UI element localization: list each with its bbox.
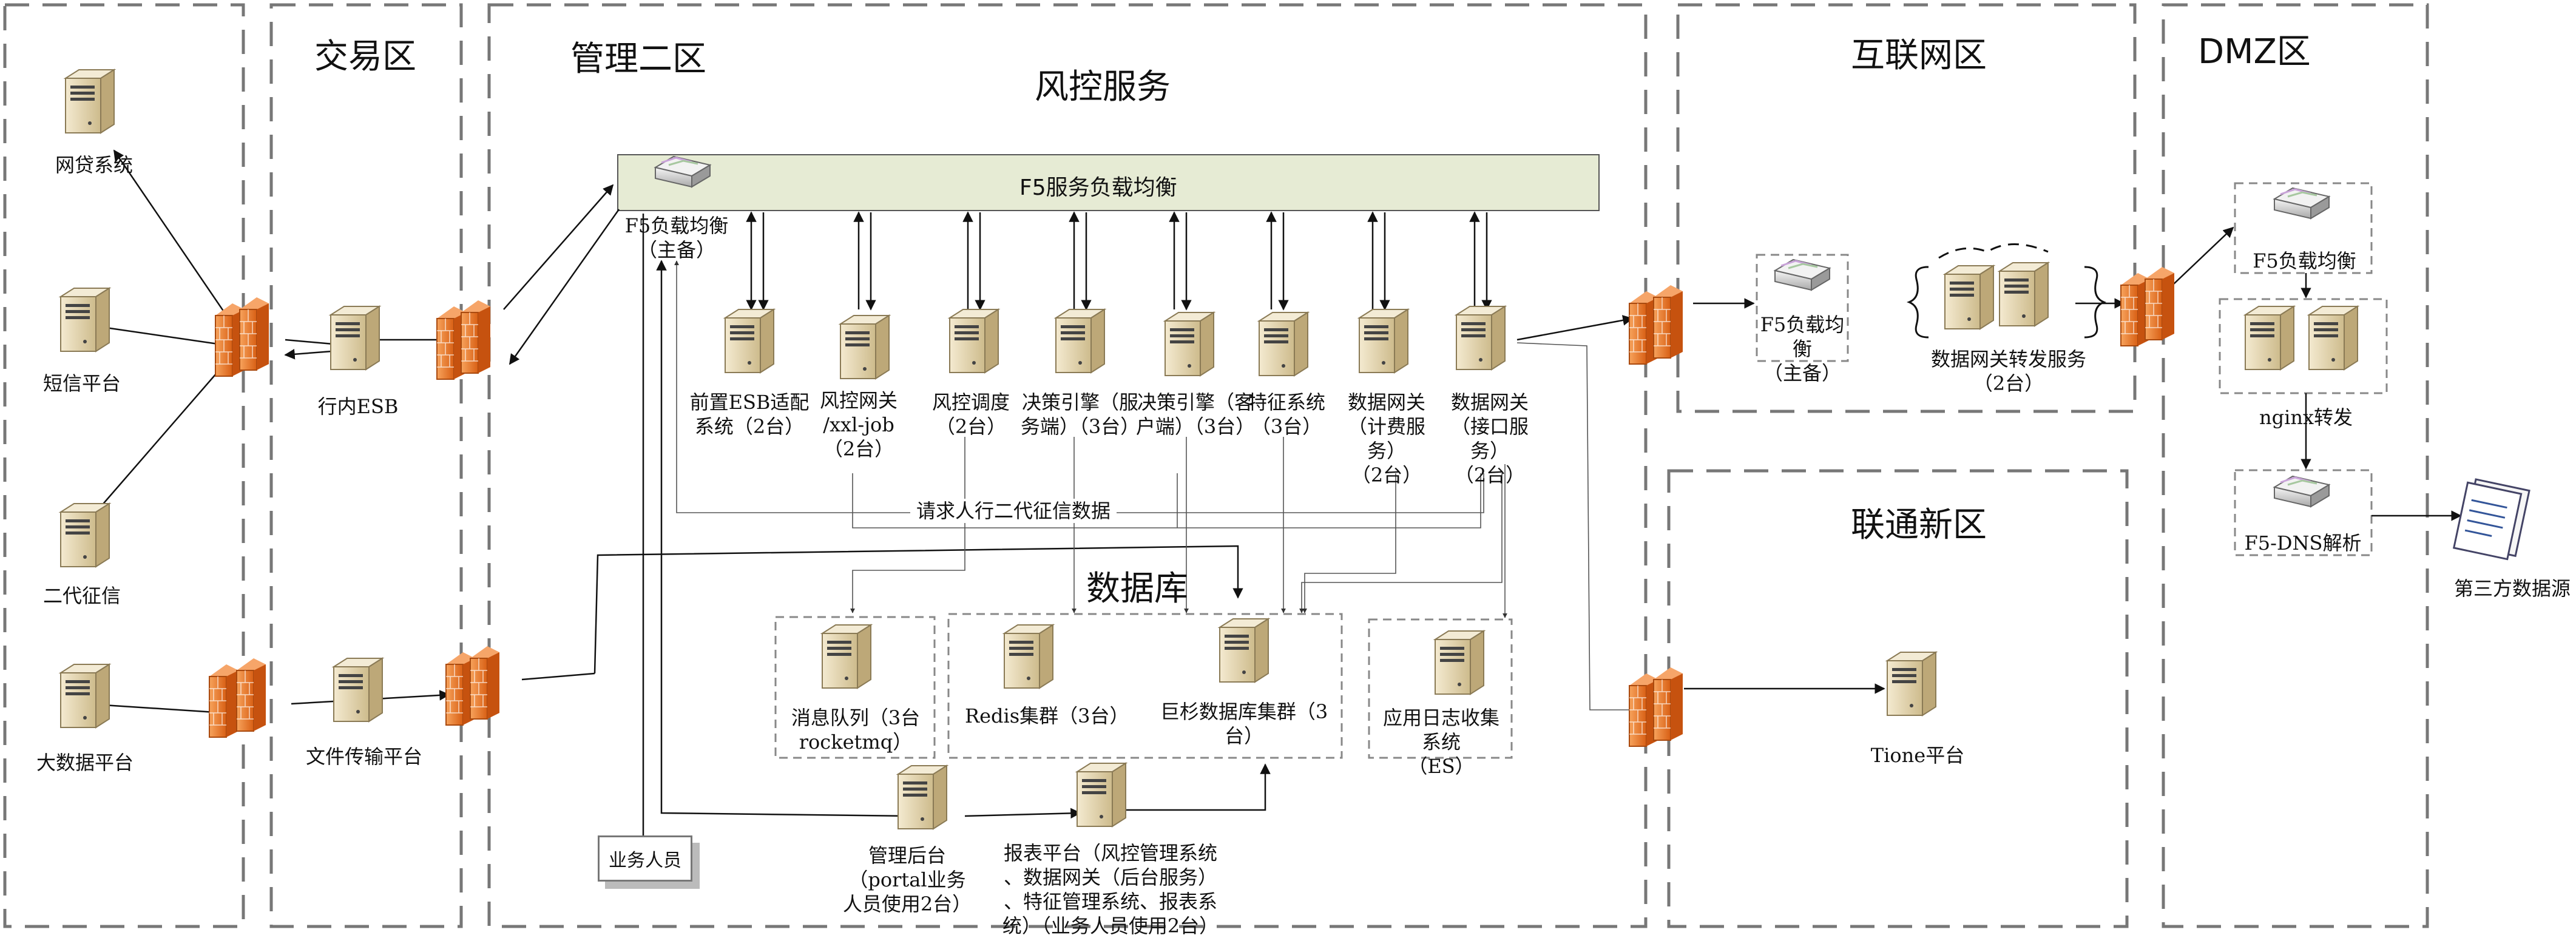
label-data-gw-api: 数据网关 （接口服务） （2台） [1450,391,1529,487]
server-icon [1435,630,1484,695]
router-icon [1774,258,1831,291]
server-icon [2308,306,2358,370]
group-dmz-f5 [2234,182,2373,274]
firewall-icon [209,664,239,738]
label-p2p: 网贷系统 [55,154,133,177]
server-icon [1887,652,1936,716]
zone-mgmt2 [487,3,1648,928]
label-report: 报表平台（风控管理系统 、数据网关（后台服务） 、特征管理系统、报表系 统）（业… [1002,842,1219,937]
server-icon [1944,265,1994,329]
zone-trade [269,3,463,928]
server-icon [1004,624,1053,689]
label-credit2: 二代征信 [42,584,121,607]
server-icon [1259,312,1308,376]
firewall-icon [239,297,269,371]
server-icon [822,624,871,689]
label-internet-f5: F5负载均衡 （主备） [1760,313,1845,385]
zone-borders [3,3,2429,928]
label-f5-main: F5负载均衡 （主备） [624,214,729,261]
server-icon [60,664,110,728]
label-admin: 管理后台 （portal业务 人员使用2台） [842,844,972,916]
label-esb-adapter: 前置ESB适配 系统（2台） [689,391,810,438]
label-mq: 消息队列（3台 rocketmq） [791,706,921,754]
router-icon [2273,187,2330,220]
staff-box: 业务人员 [598,835,692,882]
label-risk-gateway: 风控网关 /xxl-job （2台） [819,389,898,461]
zone-title-unicom: 联通新区 [1851,505,1987,545]
label-dns: F5-DNS解析 [2244,531,2362,555]
zone-title-trade: 交易区 [314,37,416,76]
server-icon [1077,763,1126,827]
group-log [1368,618,1513,759]
server-icon [60,288,110,352]
label-log-es: 应用日志收集系统 （ES） [1382,706,1499,778]
label-esb: 行内ESB [317,395,399,418]
label-third-party: 第三方数据源 [2453,577,2571,600]
zone-dmz [2162,3,2429,928]
server-icon [1219,618,1269,683]
server-icon [65,69,115,133]
zone-internet [1676,3,2137,413]
label-bigdata: 大数据平台 [36,751,134,774]
zone-title-dmz: DMZ区 [2198,32,2311,72]
server-icon [898,765,947,829]
label-data-gw-billing: 数据网关 （计费服务） （2台） [1347,391,1425,487]
section-title-risk-service: 风控服务 [1035,67,1171,107]
label-engine-client: 决策引擎（客 户端）（3台） [1135,391,1256,438]
label-forward: 数据网关转发服务 （2台） [1930,348,2086,395]
firewall-icon [236,658,266,732]
zone-title-internet: 互联网区 [1851,36,1987,75]
group-db [947,613,1343,759]
server-icon [840,315,890,379]
label-credit-query: 请求人行二代征信数据 [910,499,1117,523]
label-risk-schedule: 风控调度 （2台） [931,391,1010,438]
label-tione: Tione平台 [1870,744,1965,767]
label-engine-server: 决策引擎（服 务端）（3台） [1020,391,1140,438]
section-title-database: 数据库 [1086,569,1188,609]
document-icon [2452,478,2530,561]
server-icon [330,306,380,370]
firewall-icon [1653,667,1683,741]
server-icon [725,309,774,373]
cluster-brace [1906,266,1929,339]
server-icon [949,309,999,373]
group-internet-f5 [1756,254,1849,362]
label-redis: Redis集群（3台） [965,704,1129,727]
label-sms: 短信平台 [42,372,121,395]
zone-title-mgmt2: 管理二区 [570,39,706,79]
zone-left [3,3,245,928]
f5-bar [617,154,1600,211]
label-jushan: 巨杉数据库集群（3台） [1160,700,1328,747]
label-feature: 特征系统 （3台） [1247,391,1325,438]
router-icon [2273,475,2330,508]
server-icon [1359,309,1408,373]
server-icon [1999,262,2049,326]
firewall-icon [470,646,500,720]
server-icon [1055,309,1105,373]
group-nginx [2219,298,2388,394]
f5-bar-label: F5服务负载均衡 [1019,175,1177,200]
server-icon [1456,306,1506,370]
firewall-icon [1653,285,1683,359]
server-icon [1165,312,1214,376]
server-icon [333,658,383,722]
firewall-icon [2145,266,2175,340]
label-file-transfer: 文件传输平台 [305,745,422,768]
server-icon [60,503,110,567]
firewall-icon [461,300,491,374]
server-icon [2245,306,2294,370]
label-dmz-f5: F5负载均衡 [2253,249,2356,272]
group-mq [774,616,936,759]
label-nginx: nginx转发 [2259,406,2353,429]
